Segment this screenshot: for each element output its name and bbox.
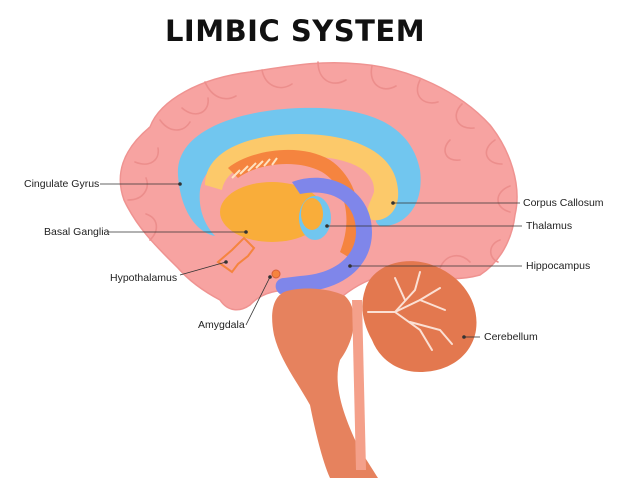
amygdala-shape <box>271 269 281 279</box>
label-thalamus: Thalamus <box>526 220 573 232</box>
label-cerebellum: Cerebellum <box>484 331 538 343</box>
fornix-stripes <box>231 157 278 179</box>
label-cingulate-gyrus: Cingulate Gyrus <box>24 178 100 190</box>
brainstem-shape <box>272 288 378 478</box>
cortex-gyri <box>127 61 511 269</box>
hypothalamus-shape <box>216 236 256 274</box>
leader-dots <box>178 182 466 339</box>
hippocampus-shape <box>275 177 372 294</box>
leader-lines <box>100 183 522 338</box>
cerebellum-shape <box>362 261 477 372</box>
fornix-shape <box>228 149 360 258</box>
label-amygdala: Amygdala <box>198 319 245 331</box>
label-basal-ganglia: Basal Ganglia <box>44 226 110 238</box>
thalamus-inner <box>301 198 323 230</box>
corpus-callosum-shape <box>177 107 421 237</box>
spinal-cord-shape <box>352 300 366 470</box>
arbor-vitae <box>367 271 453 351</box>
label-hypothalamus: Hypothalamus <box>110 272 178 284</box>
basal-ganglia-shape <box>220 182 324 242</box>
label-hippocampus: Hippocampus <box>526 260 591 272</box>
page-title: LIMBIC SYSTEM <box>164 14 426 48</box>
label-corpus-callosum: Corpus Callosum <box>523 197 604 209</box>
